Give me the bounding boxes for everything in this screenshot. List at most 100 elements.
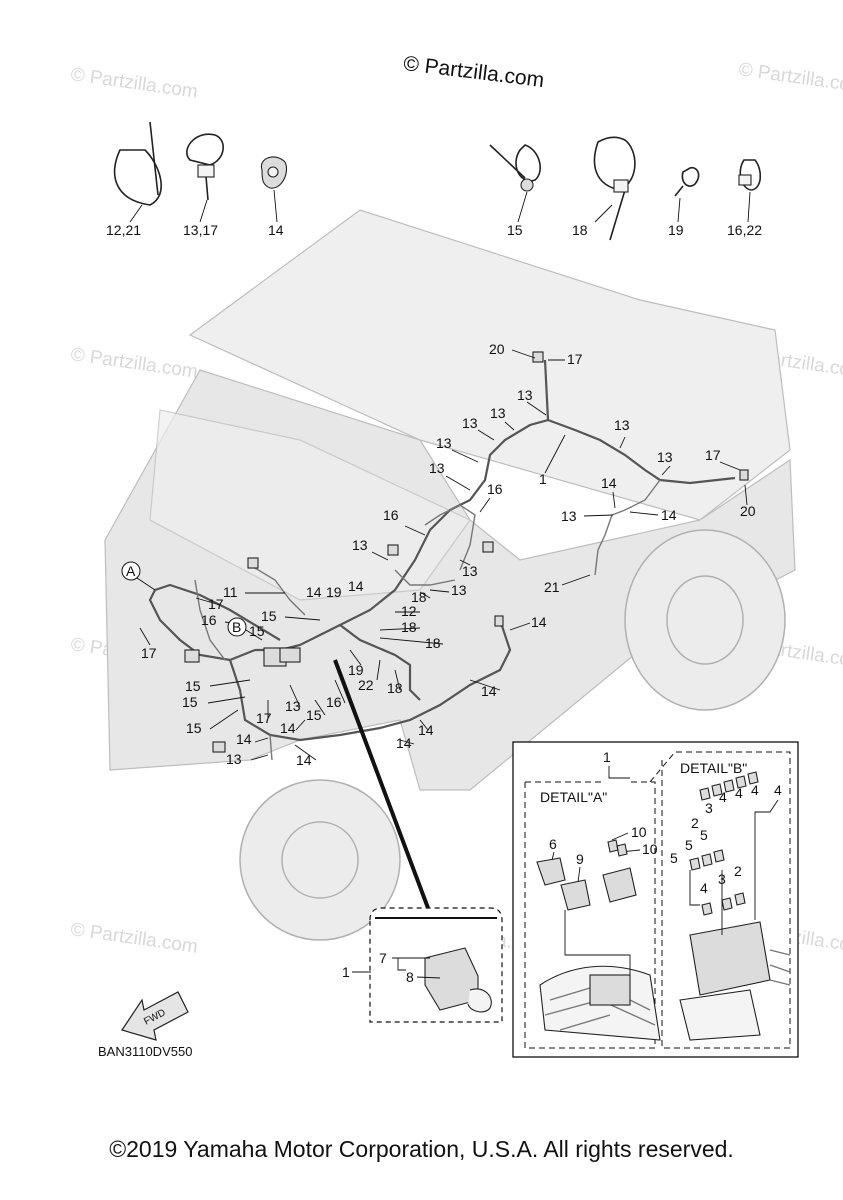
cable-tie-loop-icon	[113, 121, 162, 206]
watermark-faint: © Partzilla.com	[69, 64, 199, 103]
copyright-notice: ©2019 Yamaha Motor Corporation, U.S.A. A…	[109, 1136, 734, 1162]
callout-leaders	[139, 349, 748, 761]
callout: 14	[661, 507, 677, 523]
diagram-code: BAN3110DV550	[98, 1044, 193, 1059]
callout: 14	[531, 614, 547, 630]
callout: 17	[567, 351, 583, 367]
detail-marker-b: B	[232, 619, 241, 635]
part-label: 12,21	[106, 222, 141, 238]
callout: 18	[411, 589, 427, 605]
callout: 5	[685, 837, 693, 853]
callout: 14	[481, 683, 497, 699]
callout: 13	[614, 417, 630, 433]
harness-connectors	[184, 351, 749, 753]
callout: 22	[358, 677, 374, 693]
watermark-faint: © Partzilla.com	[737, 59, 843, 98]
callout: 19	[326, 584, 342, 600]
callout: 14	[280, 720, 296, 736]
callout: 13	[226, 751, 242, 767]
callout: 5	[670, 850, 678, 866]
vehicle-silhouette	[104, 209, 796, 941]
watermark-faint: © Partzilla.com	[69, 344, 199, 383]
part-label: 19	[668, 222, 684, 238]
part-label: 14	[268, 222, 284, 238]
detail-marker-a: A	[126, 563, 136, 579]
inset-pointer	[333, 659, 430, 909]
cable-tie-band-icon	[489, 144, 541, 192]
callout: 15	[186, 720, 202, 736]
wire-harness	[148, 359, 736, 761]
callout: 14	[296, 752, 312, 768]
callout: 2	[691, 815, 699, 831]
callout: 18	[387, 680, 403, 696]
part-label: 13,17	[183, 222, 218, 238]
callout: 15	[261, 608, 277, 624]
callout: 14	[348, 578, 364, 594]
callout: 10	[642, 841, 658, 857]
callout: 13	[352, 537, 368, 553]
callout: 14	[396, 735, 412, 751]
fastener-parts-row	[113, 121, 762, 241]
callout: 4	[700, 880, 708, 896]
callout: 2	[734, 863, 742, 879]
callout: 14	[236, 731, 252, 747]
cable-tie-clamp-icon	[186, 133, 224, 201]
callout: 13	[657, 449, 673, 465]
detail-a-label: DETAIL"A"	[540, 789, 607, 805]
callout: 18	[401, 619, 417, 635]
callout: 1	[603, 749, 611, 765]
callout: 7	[379, 950, 387, 966]
callout: 17	[141, 645, 157, 661]
fastener-labels: 12,21 13,17 14 15 18 19 16,22	[106, 189, 762, 238]
callout: 11	[223, 584, 238, 600]
harness-callouts: 20 17 13 13 13 13 1 13 13 17 14 20 13 14…	[141, 341, 756, 768]
callout: 9	[576, 851, 584, 867]
part-label: 15	[507, 222, 523, 238]
callout: 8	[406, 969, 414, 985]
callout: 21	[544, 579, 560, 595]
callout: 20	[740, 503, 756, 519]
loop-clamp-icon	[738, 159, 762, 191]
callout: 1	[342, 964, 350, 980]
callout: 4	[774, 782, 782, 798]
callout: 16	[201, 612, 217, 628]
callout: 15	[306, 707, 322, 723]
callout: 4	[735, 785, 743, 801]
callout: 14	[418, 722, 434, 738]
callout: 3	[705, 800, 713, 816]
detail-b-label: DETAIL"B"	[680, 760, 747, 776]
callout: 15	[185, 678, 201, 694]
callout: 10	[631, 824, 647, 840]
callout: 13	[451, 582, 467, 598]
callout: 14	[601, 475, 617, 491]
callout: 13	[462, 415, 478, 431]
forward-direction-arrow: FWD	[121, 991, 189, 1041]
detail-panel: 1 DETAIL"A" DETAIL"B" 6 9 10 10 2 3 4 4 …	[512, 741, 799, 1058]
callout: 6	[549, 836, 557, 852]
relay-inset: 7 8 1	[342, 907, 503, 1023]
callout: 13	[429, 460, 445, 476]
callout: 17	[256, 710, 272, 726]
callout: 13	[285, 698, 301, 714]
callout: 5	[700, 827, 708, 843]
callout: 17	[705, 447, 721, 463]
callout: 12	[401, 603, 417, 619]
callout: 13	[490, 405, 506, 421]
callout: 19	[348, 662, 364, 678]
callout: 15	[249, 623, 265, 639]
callout: 4	[751, 782, 759, 798]
callout: 13	[561, 508, 577, 524]
part-label: 18	[572, 222, 588, 238]
callout: 13	[436, 435, 452, 451]
callout: 16	[487, 481, 503, 497]
callout: 1	[539, 471, 547, 487]
watermark-faint: © Partzilla.com	[69, 919, 199, 958]
wire-clip-icon	[260, 156, 288, 189]
part-label: 16,22	[727, 222, 762, 238]
callout: 13	[462, 563, 478, 579]
long-cable-tie-icon	[593, 136, 636, 241]
callout: 20	[489, 341, 505, 357]
callout: 16	[326, 694, 342, 710]
callout: 14	[306, 584, 322, 600]
